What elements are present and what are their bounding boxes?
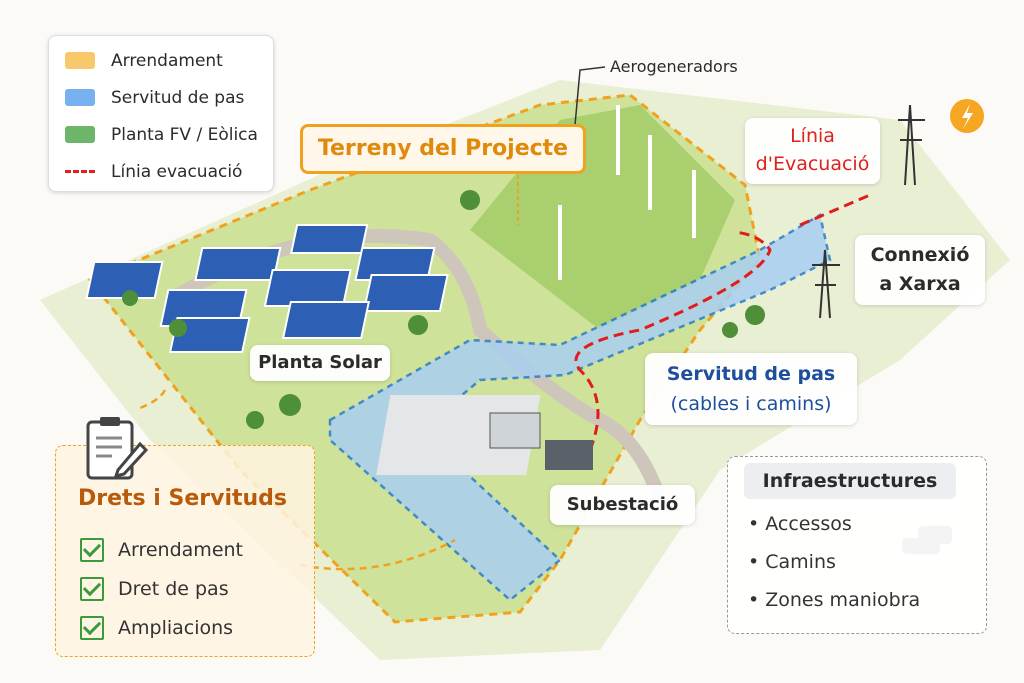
label-aerogeneradors: Aerogeneradors: [610, 57, 738, 76]
legend-label: Arrendament: [111, 50, 223, 71]
legend-item-linia: Línia evacuació: [49, 153, 273, 190]
checklist-label: Dret de pas: [118, 577, 229, 600]
label-terreny-projecte: Terreny del Projecte: [300, 124, 586, 174]
drets-list: Arrendament Dret de pas Ampliacions: [80, 530, 243, 647]
legend-swatch: [65, 126, 95, 143]
checkbox-checked-icon: [80, 615, 104, 640]
label-connexio-xarxa: Connexió a Xarxa: [855, 235, 985, 305]
list-item-label: Zones maniobra: [765, 589, 921, 611]
list-item-label: Accessos: [765, 513, 852, 535]
label-planta-solar: Planta Solar: [250, 345, 390, 381]
checklist-item: Arrendament: [80, 530, 243, 569]
arrow-drets-top: [139, 389, 167, 410]
infraestructures-list: • Accessos • Camins • Zones maniobra: [748, 505, 920, 619]
checklist-item: Ampliacions: [80, 608, 243, 647]
checkbox-checked-icon: [80, 576, 104, 601]
substation-icon: [376, 395, 593, 475]
solar-panels: [85, 224, 449, 353]
legend-swatch: [65, 52, 95, 69]
legend-label: Servitud de pas: [111, 87, 245, 108]
legend-swatch: [65, 89, 95, 106]
list-item: • Camins: [748, 551, 836, 573]
label-line: Servitud de pas: [666, 363, 836, 385]
list-item-label: Camins: [765, 551, 836, 573]
label-line: d'Evacuació: [755, 153, 870, 175]
legend-item-planta: Planta FV / Eòlica: [49, 116, 273, 153]
label-line: Connexió: [870, 244, 970, 266]
legend: Arrendament Servitud de pas Planta FV / …: [48, 35, 274, 192]
trees: [122, 190, 765, 429]
label-line: Línia: [790, 125, 835, 147]
wind-turbines: [558, 105, 696, 280]
label-line: a Xarxa: [879, 273, 961, 295]
label-servitud-pas: Servitud de pas (cables i camins): [645, 353, 857, 425]
list-item: • Zones maniobra: [748, 589, 921, 611]
arrow-drets: [299, 538, 456, 571]
clipboard-icon: [86, 417, 149, 480]
label-linia-evacuacio: Línia d'Evacuació: [745, 118, 880, 184]
list-item: • Accessos: [748, 513, 852, 535]
power-towers: [812, 104, 925, 319]
legend-dash: [65, 170, 95, 173]
drets-servituds-title: Drets i Servituds: [78, 486, 288, 511]
label-line: (cables i camins): [670, 393, 832, 415]
checklist-label: Arrendament: [118, 538, 243, 561]
legend-label: Línia evacuació: [111, 161, 243, 182]
checklist-label: Ampliacions: [118, 616, 234, 639]
checklist-item: Dret de pas: [80, 569, 243, 608]
legend-label: Planta FV / Eòlica: [111, 124, 258, 145]
legend-item-servitud: Servitud de pas: [49, 79, 273, 116]
infraestructures-title: Infraestructures: [744, 463, 956, 499]
servitud-corridor: [328, 213, 832, 602]
label-subestacio: Subestació: [550, 485, 695, 525]
infraestructures-panel: Infraestructures • Accessos • Camins • Z…: [727, 456, 987, 634]
lightning-bolt: [962, 104, 973, 129]
legend-item-arrendament: Arrendament: [49, 42, 273, 79]
checkbox-checked-icon: [80, 537, 104, 562]
drets-servituds-panel: Drets i Servituds Arrendament Dret de pa…: [55, 417, 315, 657]
pointer-line-aerogeneradors: [574, 66, 606, 126]
evacuation-line: [574, 193, 871, 451]
